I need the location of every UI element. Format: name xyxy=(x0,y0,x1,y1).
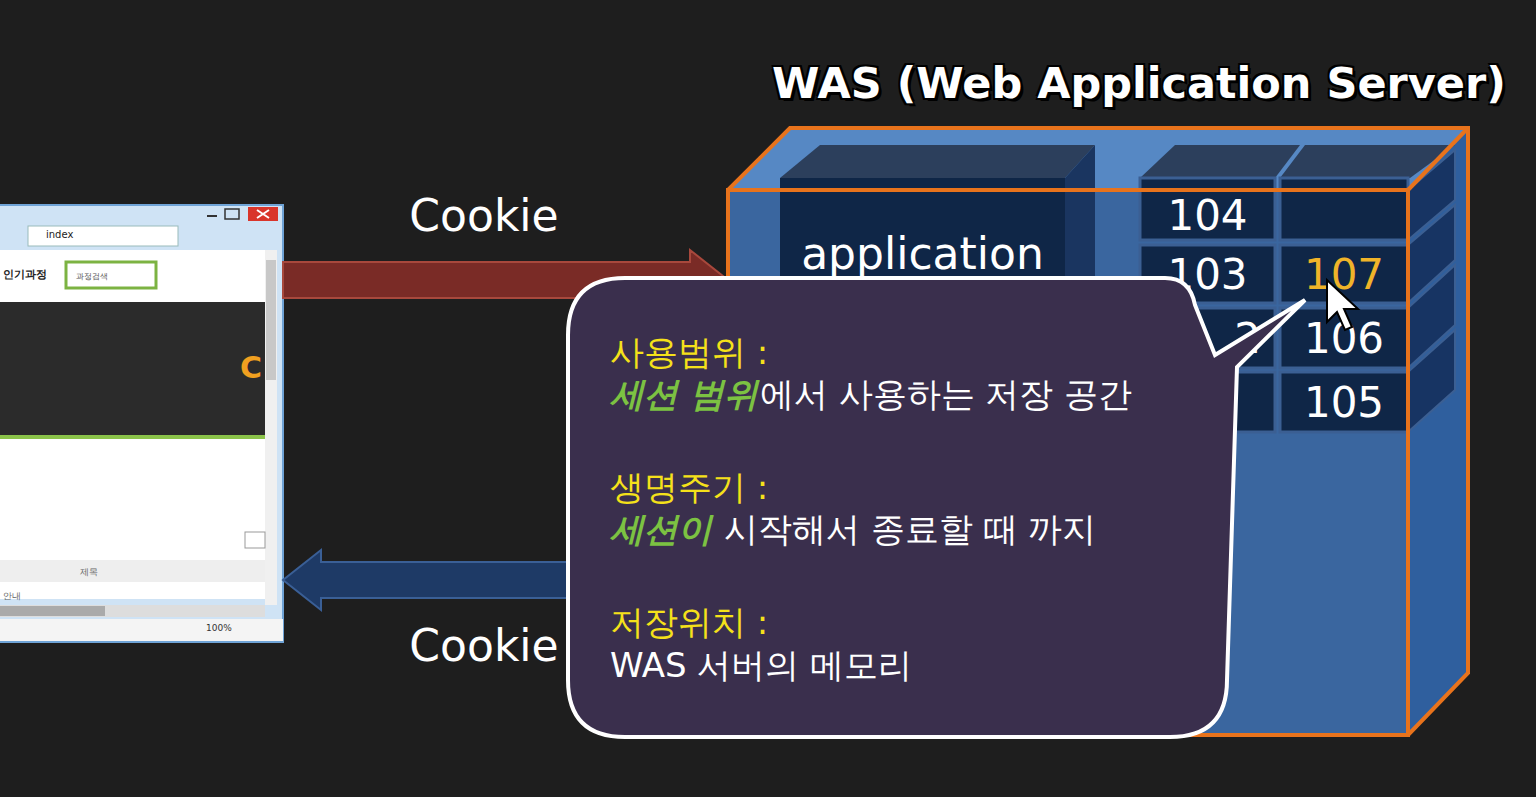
callout-heading: 저장위치 : xyxy=(610,600,768,646)
tab-title: index xyxy=(46,229,73,240)
callout-body: WAS 서버의 메모리 xyxy=(610,643,912,689)
table-row: 안내 xyxy=(3,590,21,603)
callout-body: 시작해서 종료할 때 까지 xyxy=(724,507,1096,553)
session-cell: 104 xyxy=(1140,190,1275,240)
zoom-level: 100% xyxy=(206,623,232,633)
search-box: 과정검색 xyxy=(76,271,108,282)
scope-label: application xyxy=(780,228,1065,279)
session-cell: 106 xyxy=(1280,308,1408,368)
callout-emphasis: 세션이 xyxy=(610,507,712,553)
callout-heading: 생명주기 : xyxy=(610,465,768,511)
edge-label: Cookie xyxy=(409,620,558,671)
callout-heading: 사용범위 : xyxy=(610,330,768,376)
callout-bubble: 사용범위 :세션 범위생명주기 :세션이저장위치 :WAS 서버의 메모리 에서 … xyxy=(565,275,1230,740)
session-id: 105 xyxy=(1280,378,1408,427)
table-header: 제목 xyxy=(80,566,98,579)
edge-label: Cookie xyxy=(409,190,558,241)
session-cell: 107 xyxy=(1280,245,1408,303)
session-id: 107 xyxy=(1280,250,1408,299)
banner-letter: C xyxy=(240,350,262,385)
server-title: WAS (Web Application Server) xyxy=(772,58,1506,108)
menu-item: 인기과정 xyxy=(3,267,47,282)
session-cell: 105 xyxy=(1280,372,1408,432)
session-id: 104 xyxy=(1140,191,1275,240)
session-id: 106 xyxy=(1280,314,1408,363)
callout-emphasis: 세션 범위 xyxy=(610,372,758,418)
callout-body: 에서 사용하는 저장 공간 xyxy=(760,372,1132,418)
browser-window: index 인기과정 과정검색 C 제목안내 100% xyxy=(0,205,283,642)
